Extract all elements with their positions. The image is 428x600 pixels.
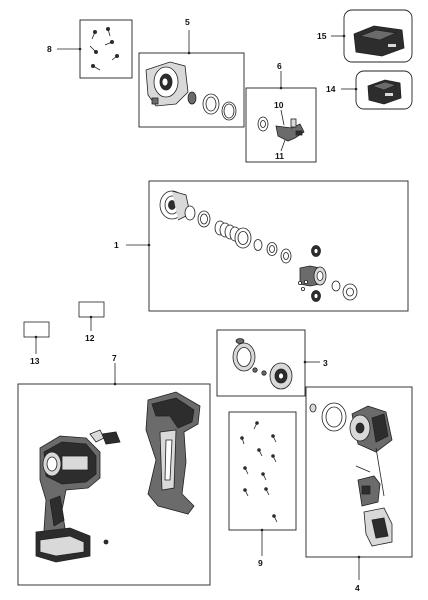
battery-icon xyxy=(367,79,402,105)
anvil-icon xyxy=(257,116,305,142)
housing-group-7[interactable] xyxy=(17,363,211,586)
washer-ring-icon xyxy=(187,91,237,121)
battery-group-14[interactable] xyxy=(341,70,413,110)
nose-ring-icon xyxy=(232,338,267,376)
screw-icon xyxy=(240,421,278,523)
washer-ring-icon xyxy=(331,280,358,301)
callout-label-11: 11 xyxy=(275,151,284,161)
callout-label-7: 7 xyxy=(112,353,117,363)
callout-label-13: 13 xyxy=(30,356,40,366)
hammer-icon xyxy=(234,227,292,264)
gear-case-icon xyxy=(145,61,189,107)
label-plate-group-12[interactable] xyxy=(78,301,105,331)
charger-icon xyxy=(353,25,405,57)
screw-set-group-8[interactable] xyxy=(57,19,133,79)
hammer-cage-icon xyxy=(159,190,191,221)
callout-label-9: 9 xyxy=(258,558,263,568)
nose-assembly-group-3[interactable] xyxy=(216,329,320,397)
washer-ring-icon xyxy=(184,205,211,228)
housing-half-icon xyxy=(145,391,201,515)
callout-label-12: 12 xyxy=(85,333,95,343)
anvil-group-6[interactable] xyxy=(245,71,317,163)
spindle-icon xyxy=(299,245,327,302)
charger-group-15[interactable] xyxy=(331,9,413,63)
motor-switch-group-4[interactable] xyxy=(305,386,413,580)
screw-set-group-9[interactable] xyxy=(228,411,297,556)
trigger-icon xyxy=(89,429,121,445)
nose-cap-icon xyxy=(269,362,293,390)
callout-label-10: 10 xyxy=(274,100,284,110)
impact-mechanism-group-1[interactable] xyxy=(126,180,409,312)
motor-icon xyxy=(309,402,393,453)
impact-driver-icon xyxy=(35,435,101,563)
callout-label-3: 3 xyxy=(323,358,328,368)
callout-label-6: 6 xyxy=(277,61,282,71)
callout-label-14: 14 xyxy=(326,84,336,94)
callout-label-4: 4 xyxy=(355,583,360,593)
ball-bearing-icon xyxy=(297,279,308,291)
callout-label-5: 5 xyxy=(185,17,190,27)
callout-label-1: 1 xyxy=(114,240,119,250)
callout-label-8: 8 xyxy=(47,44,52,54)
screw-icon xyxy=(89,27,119,71)
callout-label-15: 15 xyxy=(317,31,327,41)
label-plate-group-13[interactable] xyxy=(23,321,50,354)
switch-icon xyxy=(355,447,393,547)
gear-case-group-5[interactable] xyxy=(138,30,245,128)
